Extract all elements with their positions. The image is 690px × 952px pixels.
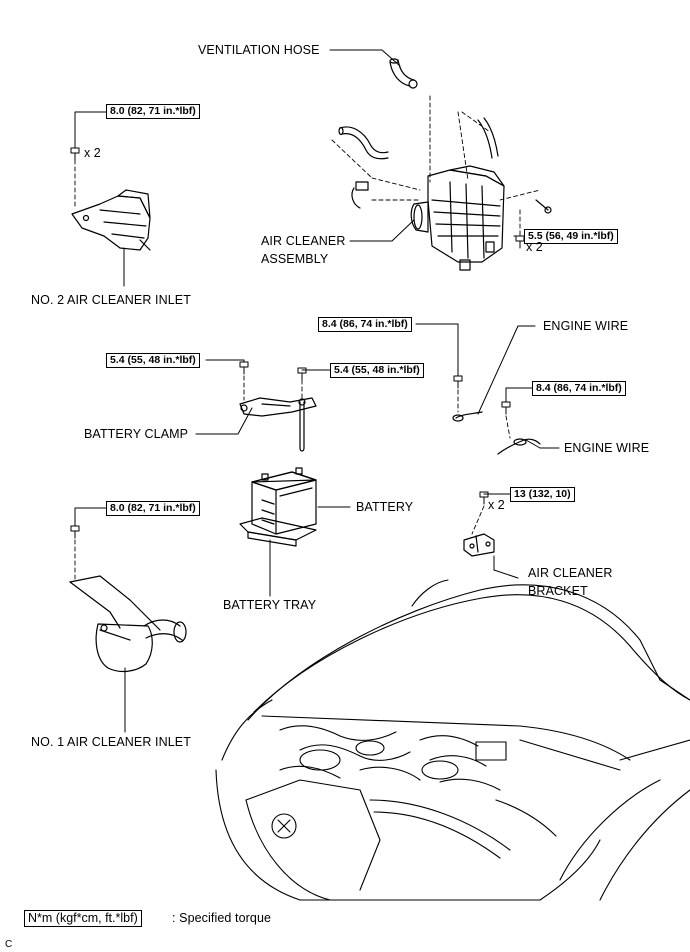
torque-spec-no1-inlet-bolt: 8.0 (82, 71 in.*lbf): [106, 501, 200, 516]
air-cleaner-assembly: [338, 117, 552, 271]
torque-spec-no2-inlet-bolt: 8.0 (82, 71 in.*lbf): [106, 104, 200, 119]
no1-air-cleaner-inlet: [69, 575, 187, 673]
quantity-air-cleaner-bolts: x 2: [526, 240, 543, 254]
battery-illustration: [239, 467, 317, 547]
label-air-cleaner-assembly-line2: ASSEMBLY: [261, 252, 329, 266]
legend-torque-unit-box: N*m (kgf*cm, ft.*lbf): [24, 910, 142, 927]
torque-spec-bracket-bolt: 13 (132, 10): [510, 487, 575, 502]
label-battery-clamp: BATTERY CLAMP: [84, 427, 189, 441]
label-battery: BATTERY: [356, 500, 414, 514]
torque-leaders: [74, 111, 533, 527]
leader-lines: [123, 49, 560, 733]
dashed-lines: [74, 95, 541, 581]
engine-wire-upper: [452, 411, 483, 422]
bolts: [70, 147, 525, 539]
battery-clamp: [239, 397, 317, 452]
label-engine-wire-lower: ENGINE WIRE: [564, 441, 650, 455]
no2-air-cleaner-inlet: [71, 189, 151, 251]
label-air-cleaner-assembly-line1: AIR CLEANER: [261, 234, 346, 248]
torque-spec-clamp-bolt-right: 5.4 (55, 48 in.*lbf): [330, 363, 424, 378]
quantity-bracket-bolts: x 2: [488, 498, 505, 512]
label-no2-air-cleaner-inlet: NO. 2 AIR CLEANER INLET: [31, 293, 191, 307]
vehicle-outline: [215, 579, 690, 901]
label-air-cleaner-bracket-line2: BRACKET: [528, 584, 588, 598]
legend-description: : Specified torque: [172, 911, 272, 925]
torque-spec-engine-wire-upper-bolt: 8.4 (86, 74 in.*lbf): [318, 317, 412, 332]
torque-spec-engine-wire-lower-bolt: 8.4 (86, 74 in.*lbf): [532, 381, 626, 396]
torque-spec-clamp-bolt-left: 5.4 (55, 48 in.*lbf): [106, 353, 200, 368]
corner-code: C: [5, 939, 13, 950]
quantity-no2-inlet-bolts: x 2: [84, 146, 101, 160]
label-air-cleaner-bracket-line1: AIR CLEANER: [528, 566, 613, 580]
label-engine-wire-upper: ENGINE WIRE: [543, 319, 629, 333]
label-no1-air-cleaner-inlet: NO. 1 AIR CLEANER INLET: [31, 735, 191, 749]
torque-spec-air-cleaner-bolt: 5.5 (56, 49 in.*lbf): [524, 229, 618, 244]
label-ventilation-hose: VENTILATION HOSE: [198, 43, 320, 57]
label-battery-tray: BATTERY TRAY: [223, 598, 317, 612]
engine-wire-lower: [497, 438, 541, 455]
ventilation-hose: [389, 58, 418, 89]
air-cleaner-bracket: [463, 533, 495, 557]
